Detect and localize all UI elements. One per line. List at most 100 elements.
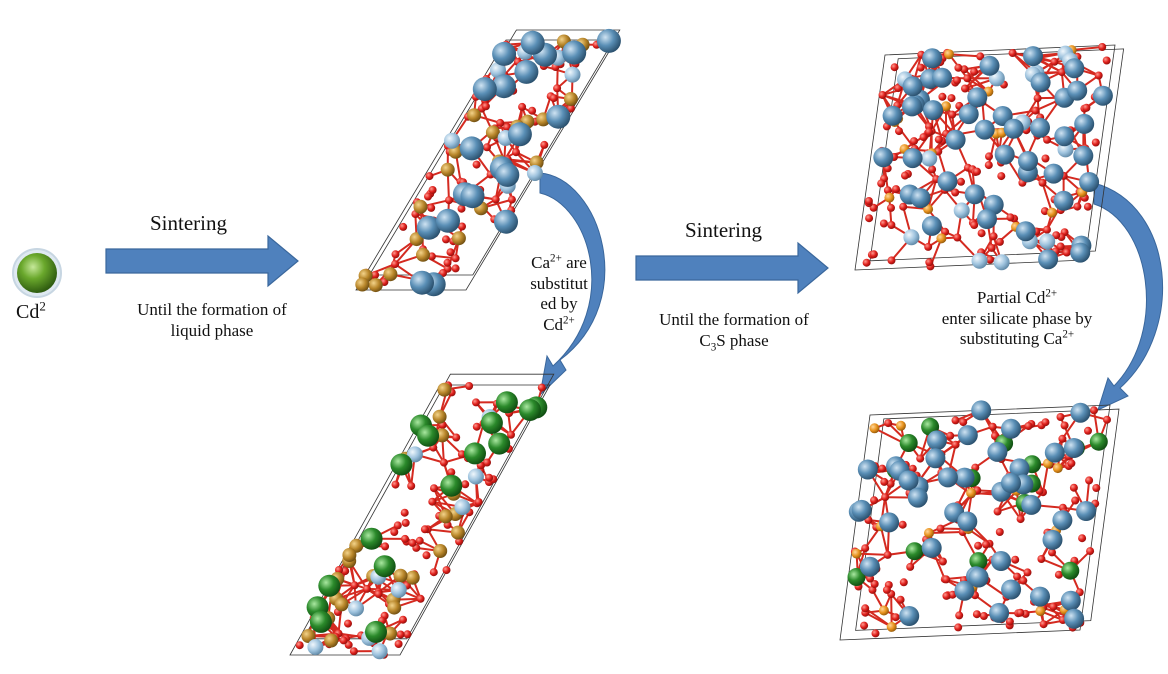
oxygen-sphere-icon (976, 52, 985, 61)
oxygen-sphere-icon (951, 416, 960, 425)
crystal-structure-c3s (854, 43, 1125, 271)
oxygen-sphere-icon (892, 185, 900, 194)
oxygen-sphere-icon (901, 171, 909, 180)
oxygen-sphere-icon (861, 544, 870, 553)
oxygen-sphere-icon (537, 383, 546, 392)
oxygen-sphere-icon (887, 256, 896, 265)
oxygen-sphere-icon (953, 233, 962, 242)
oxygen-sphere-icon (970, 221, 979, 229)
calcium-sphere-icon (490, 62, 506, 79)
silicon-sphere-icon (895, 420, 906, 431)
calcium-sphere-icon (1076, 501, 1097, 521)
oxygen-sphere-icon (1048, 548, 1056, 557)
step1-condition: Until the formation of liquid phase (112, 300, 312, 341)
oxygen-sphere-icon (1054, 570, 1063, 579)
calcium-sphere-icon (1015, 221, 1036, 242)
oxygen-sphere-icon (982, 540, 990, 549)
oxygen-sphere-icon (518, 102, 527, 111)
substitution1-ca: Ca (531, 253, 551, 272)
oxygen-sphere-icon (995, 528, 1004, 536)
silicon-sphere-icon (451, 231, 466, 246)
oxygen-sphere-icon (1083, 202, 1092, 211)
oxygen-sphere-icon (1019, 576, 1028, 585)
oxygen-sphere-icon (989, 232, 998, 241)
oxygen-sphere-icon (446, 248, 455, 257)
silicon-sphere-icon (563, 92, 578, 106)
substitution1-line3: ed by (540, 294, 578, 314)
oxygen-sphere-icon (974, 541, 983, 550)
calcium-sphere-icon (454, 499, 471, 516)
oxygen-sphere-icon (481, 102, 490, 111)
oxygen-sphere-icon (1040, 207, 1049, 216)
calcium-sphere-icon (993, 254, 1010, 271)
oxygen-sphere-icon (954, 623, 963, 632)
calcium-sphere-icon (1018, 151, 1038, 171)
calcium-sphere-icon (1053, 190, 1074, 211)
calcium-sphere-icon (1070, 402, 1091, 423)
oxygen-sphere-icon (884, 419, 893, 428)
substitution1-cd: Cd (543, 315, 564, 335)
oxygen-sphere-icon (928, 165, 937, 174)
oxygen-sphere-icon (445, 196, 453, 205)
oxygen-sphere-icon (399, 222, 408, 231)
cadmium-sphere-icon (440, 474, 463, 497)
oxygen-sphere-icon (925, 258, 934, 267)
calcium-sphere-icon (907, 487, 928, 508)
step1-condition-line1: Until the formation of (137, 300, 287, 319)
calcium-sphere-icon (859, 556, 880, 577)
step2-condition-line2: C3S phase (634, 330, 834, 353)
oxygen-sphere-icon (942, 591, 951, 600)
calcium-sphere-icon (1009, 458, 1030, 479)
silicon-sphere-icon (1047, 207, 1057, 218)
cadmium-sphere-icon (847, 568, 866, 586)
oxygen-sphere-icon (1062, 248, 1071, 257)
calcium-sphere-icon (968, 567, 989, 588)
oxygen-sphere-icon (887, 203, 895, 212)
oxygen-sphere-icon (391, 250, 400, 259)
step2-c3s-rest: S phase (716, 330, 769, 350)
oxygen-sphere-icon (408, 538, 417, 547)
oxygen-sphere-icon (1049, 602, 1058, 611)
oxygen-sphere-icon (1073, 202, 1082, 211)
silicon-sphere-icon (944, 49, 954, 60)
substitution1-line1: Ca2+ are (524, 253, 594, 274)
bond (890, 593, 893, 627)
oxygen-sphere-icon (465, 382, 474, 390)
oxygen-sphere-icon (422, 551, 431, 560)
oxygen-sphere-icon (457, 204, 466, 213)
calcium-sphere-icon (902, 148, 923, 169)
oxygen-sphere-icon (995, 237, 1004, 246)
oxygen-sphere-icon (491, 195, 500, 204)
silicon-sphere-icon (368, 278, 383, 293)
calcium-sphere-icon (954, 467, 975, 488)
oxygen-sphere-icon (961, 84, 969, 93)
calcium-sphere-icon (410, 270, 434, 295)
oxygen-sphere-icon (883, 550, 892, 559)
calcium-sphere-icon (596, 28, 621, 53)
oxygen-sphere-icon (948, 590, 957, 599)
oxygen-sphere-icon (924, 127, 933, 136)
bond (928, 530, 963, 535)
oxygen-sphere-icon (878, 464, 887, 473)
silicon-sphere-icon (485, 125, 500, 140)
cadmium-sphere-icon (360, 527, 383, 550)
oxygen-sphere-icon (1011, 555, 1020, 564)
calcium-sphere-icon (436, 208, 460, 233)
oxygen-sphere-icon (483, 458, 491, 467)
oxygen-sphere-icon (1084, 426, 1092, 435)
calcium-sphere-icon (1030, 72, 1051, 93)
bond (948, 53, 981, 58)
calcium-sphere-icon (1001, 473, 1021, 493)
cadmium-sphere-icon (12, 248, 62, 298)
calcium-sphere-icon (1042, 529, 1063, 550)
calcium-sphere-icon (953, 202, 970, 219)
oxygen-sphere-icon (1052, 231, 1061, 240)
oxygen-sphere-icon (349, 647, 358, 656)
oxygen-sphere-icon (391, 260, 400, 269)
oxygen-sphere-icon (1067, 459, 1076, 468)
calcium-sphere-icon (902, 76, 923, 97)
silicon-sphere-icon (416, 247, 430, 262)
crystal-structure-cd-substituted (289, 373, 555, 660)
calcium-sphere-icon (957, 511, 978, 532)
substitution1-cd-charge: 2+ (563, 314, 575, 327)
